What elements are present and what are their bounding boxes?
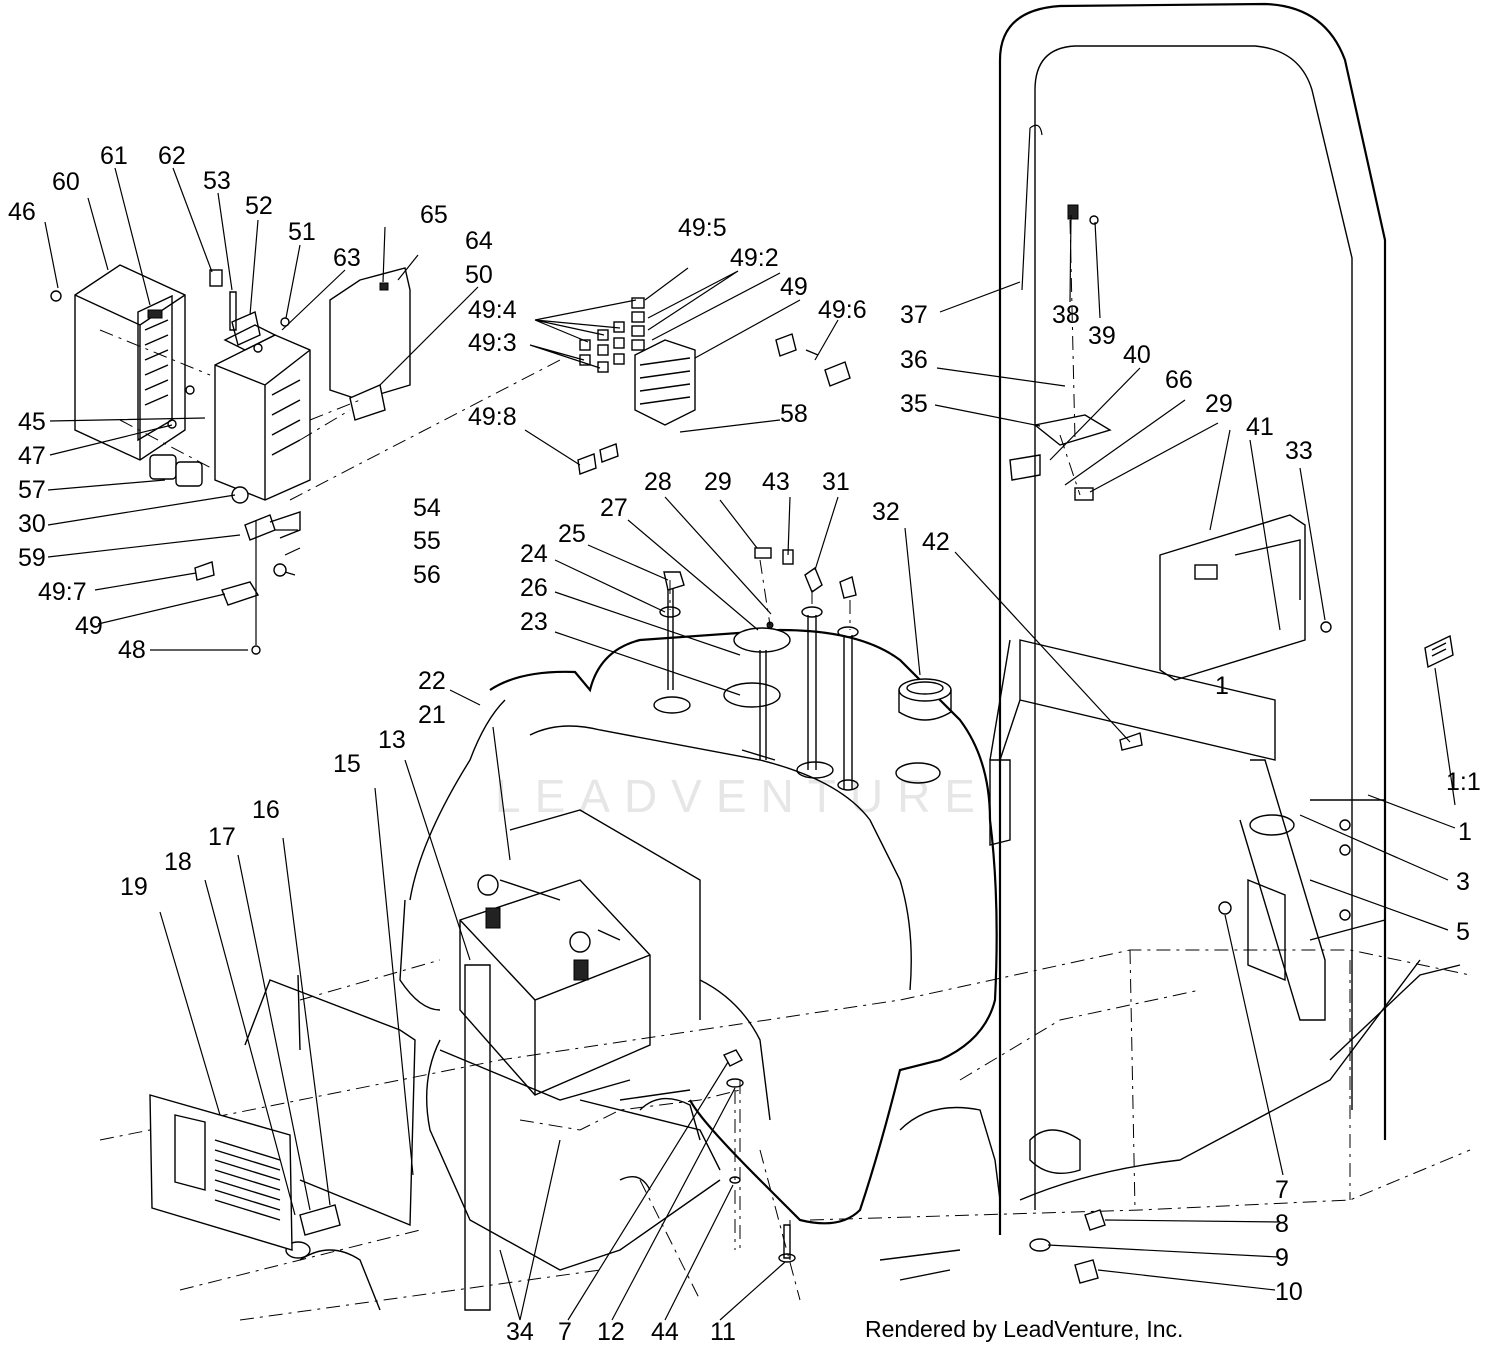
- callout-41[interactable]: 41: [1246, 413, 1274, 441]
- callout-12[interactable]: 12: [597, 1318, 625, 1346]
- callout-60[interactable]: 60: [52, 168, 80, 196]
- callout-8[interactable]: 8: [1275, 1210, 1289, 1238]
- callout-59[interactable]: 59: [18, 544, 46, 572]
- callout-58[interactable]: 58: [780, 400, 808, 428]
- callout-11[interactable]: 11: [710, 1318, 736, 1346]
- decal-part: [1424, 634, 1454, 669]
- callout-49-7[interactable]: 49:7: [38, 578, 87, 606]
- callout-17[interactable]: 17: [208, 823, 236, 851]
- callout-5[interactable]: 5: [1456, 918, 1470, 946]
- callout-28[interactable]: 28: [644, 468, 672, 496]
- callout-43[interactable]: 43: [762, 468, 790, 496]
- frame-part: [285, 959, 1461, 1311]
- callout-1-roll-bar[interactable]: 1: [1458, 818, 1472, 846]
- callout-49-4[interactable]: 49:4: [468, 296, 517, 324]
- callout-64[interactable]: 64: [465, 227, 493, 255]
- callout-49[interactable]: 49: [75, 612, 103, 640]
- callout-1[interactable]: 1: [1215, 672, 1229, 700]
- callout-63[interactable]: 63: [333, 244, 361, 272]
- roll-bar-part: [989, 2, 1387, 1235]
- control-module-part: [74, 264, 186, 461]
- callout-33[interactable]: 33: [1285, 437, 1313, 465]
- callout-27[interactable]: 27: [600, 494, 628, 522]
- callout-30[interactable]: 30: [18, 510, 46, 538]
- callout-37[interactable]: 37: [900, 301, 928, 329]
- callout-26[interactable]: 26: [520, 574, 548, 602]
- fuel-cap-part: [898, 678, 952, 721]
- callout-42[interactable]: 42: [922, 528, 950, 556]
- bolt-parts: [723, 621, 1332, 1284]
- callout-44[interactable]: 44: [651, 1318, 679, 1346]
- callout-34[interactable]: 34: [506, 1318, 534, 1346]
- callout-48[interactable]: 48: [118, 636, 146, 664]
- callout-49-8[interactable]: 49:8: [468, 403, 517, 431]
- callout-66[interactable]: 66: [1165, 366, 1193, 394]
- callout-21[interactable]: 21: [418, 701, 446, 729]
- leader-lines: [44, 167, 1456, 1321]
- callout-7[interactable]: 7: [1275, 1176, 1289, 1204]
- callout-50[interactable]: 50: [465, 261, 493, 289]
- relay-parts: [149, 454, 249, 504]
- callout-49-fuse-block[interactable]: 49: [780, 273, 808, 301]
- callout-32[interactable]: 32: [872, 498, 900, 526]
- callout-25[interactable]: 25: [558, 520, 586, 548]
- callout-3[interactable]: 3: [1456, 868, 1470, 896]
- assembly-guide-lines: [99, 219, 1081, 1250]
- callout-52[interactable]: 52: [245, 192, 273, 220]
- callout-49-6[interactable]: 49:6: [818, 296, 867, 324]
- callout-53[interactable]: 53: [203, 167, 231, 195]
- callout-35[interactable]: 35: [900, 390, 928, 418]
- rear-side-panel-part: [149, 974, 416, 1251]
- callout-1-1[interactable]: 1:1: [1446, 768, 1481, 796]
- callout-23[interactable]: 23: [520, 608, 548, 636]
- callout-47[interactable]: 47: [18, 442, 46, 470]
- callout-45[interactable]: 45: [18, 408, 46, 436]
- callout-46[interactable]: 46: [8, 198, 36, 226]
- callout-29-seat-switch[interactable]: 29: [1205, 390, 1233, 418]
- callout-40[interactable]: 40: [1123, 341, 1151, 369]
- callout-31[interactable]: 31: [822, 468, 850, 496]
- seat-platform-outline: [99, 949, 1471, 1321]
- callout-10[interactable]: 10: [1275, 1278, 1303, 1306]
- watermark: LEADVENTURE: [495, 770, 989, 822]
- callout-29[interactable]: 29: [704, 468, 732, 496]
- callout-9[interactable]: 9: [1275, 1244, 1289, 1272]
- callout-61[interactable]: 61: [100, 142, 128, 170]
- cover-plate-part: [329, 267, 411, 421]
- callout-51[interactable]: 51: [288, 218, 316, 246]
- battery-part: [459, 874, 651, 1096]
- callout-19[interactable]: 19: [120, 873, 148, 901]
- seat-switch-bracket-part: [1009, 124, 1112, 501]
- callout-36[interactable]: 36: [900, 346, 928, 374]
- callout-57[interactable]: 57: [18, 476, 46, 504]
- callout-49-5[interactable]: 49:5: [678, 214, 727, 242]
- fuse-block-part: [577, 297, 851, 475]
- callout-18[interactable]: 18: [164, 848, 192, 876]
- callout-54[interactable]: 54: [413, 494, 441, 522]
- relay-bracket-part: [214, 324, 311, 501]
- fuel-fitting-parts: [659, 547, 859, 790]
- callout-55[interactable]: 55: [413, 527, 441, 555]
- callout-49-2[interactable]: 49:2: [730, 244, 779, 272]
- rear-panel-part: [989, 514, 1326, 1021]
- callout-62[interactable]: 62: [158, 142, 186, 170]
- callout-38[interactable]: 38: [1052, 301, 1080, 329]
- callout-22[interactable]: 22: [418, 667, 446, 695]
- callout-56[interactable]: 56: [413, 561, 441, 589]
- callout-labels: 46 60 61 62 53 52 51 63 65 64 50 45 47 5…: [8, 142, 1481, 1346]
- callout-13[interactable]: 13: [378, 726, 406, 754]
- callout-7-bolt[interactable]: 7: [558, 1318, 572, 1346]
- callout-49-3[interactable]: 49:3: [468, 329, 517, 357]
- fuel-tank-part: [399, 628, 998, 1225]
- callout-15[interactable]: 15: [333, 750, 361, 778]
- callout-24[interactable]: 24: [520, 540, 548, 568]
- battery-hold-down-part: [439, 809, 701, 1311]
- callout-16[interactable]: 16: [252, 796, 280, 824]
- fuel-sender-part: [723, 621, 791, 761]
- render-credit: Rendered by LeadVenture, Inc.: [865, 1316, 1183, 1342]
- callout-65[interactable]: 65: [420, 201, 448, 229]
- callout-39[interactable]: 39: [1088, 322, 1116, 350]
